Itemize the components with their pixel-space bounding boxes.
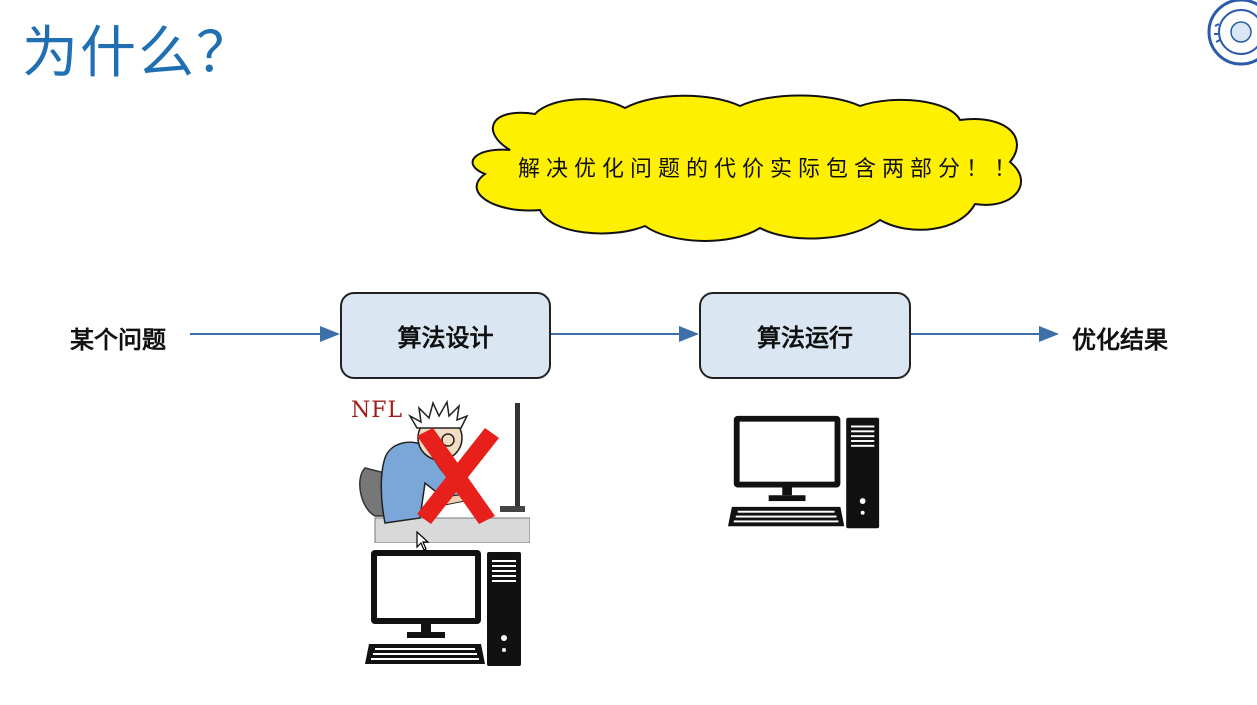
speech-cloud [471, 94, 1022, 242]
person-at-computer-icon [359, 399, 530, 543]
cloud-text: 解决优化问题的代价实际包含两部分！！ [518, 157, 1023, 182]
university-logo-icon [1207, 0, 1257, 66]
algorithm-design-label: 算法设计 [397, 323, 494, 352]
red-cross-icon [417, 428, 499, 524]
algorithm-run-box: 算法运行 [699, 292, 911, 379]
slide-title: 为什么？ [22, 21, 254, 86]
flow-output-label: 优化结果 [1072, 325, 1168, 354]
nfl-label: NFL [351, 398, 404, 423]
algorithm-design-box: 算法设计 [340, 292, 551, 379]
desktop-computer-icon [728, 415, 880, 529]
mouse-cursor-icon [416, 531, 430, 551]
algorithm-run-label: 算法运行 [757, 323, 853, 352]
flow-input-label: 某个问题 [70, 325, 166, 354]
desktop-computer-icon [365, 550, 521, 666]
